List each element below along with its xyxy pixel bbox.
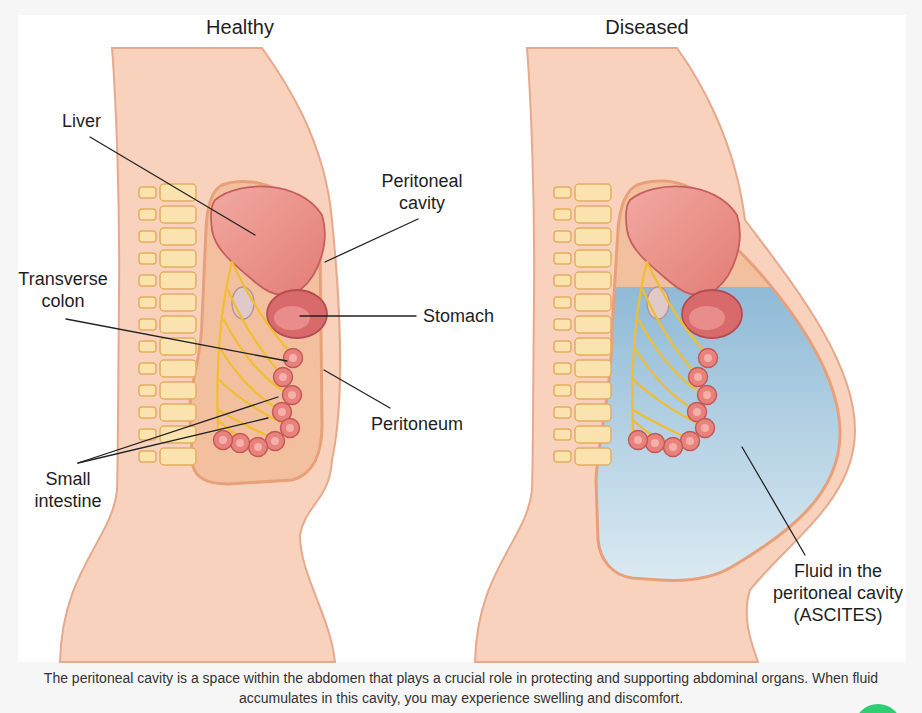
- part-label: Liver: [62, 110, 122, 132]
- figure-caption: The peritoneal cavity is a space within …: [20, 668, 902, 708]
- leader-line: [78, 418, 268, 463]
- leader-line: [324, 370, 390, 408]
- leader-line: [742, 447, 805, 555]
- leader-line: [78, 397, 278, 463]
- part-label: Peritoneal cavity: [372, 170, 472, 214]
- leader-line: [66, 319, 287, 361]
- part-label: Fluid in the peritoneal cavity (ASCITES): [768, 560, 908, 626]
- spine: [551, 182, 615, 468]
- part-label: Transverse colon: [14, 268, 112, 312]
- corner-badge: [854, 704, 902, 713]
- part-label: Peritoneum: [371, 413, 481, 435]
- spine: [136, 182, 200, 468]
- abdominal-organs: [211, 186, 327, 456]
- peritoneum-outline: [596, 181, 840, 581]
- part-label: Small intestine: [28, 468, 108, 512]
- leader-line: [300, 315, 416, 316]
- body-silhouette: [60, 48, 340, 662]
- part-label: Stomach: [423, 305, 513, 327]
- panel-heading: Diseased: [567, 16, 727, 38]
- abdominal-organs: [626, 186, 742, 456]
- leader-line: [90, 137, 255, 235]
- leader-line: [325, 219, 418, 262]
- picture-ground: [18, 15, 906, 662]
- panel-heading: Healthy: [160, 16, 320, 38]
